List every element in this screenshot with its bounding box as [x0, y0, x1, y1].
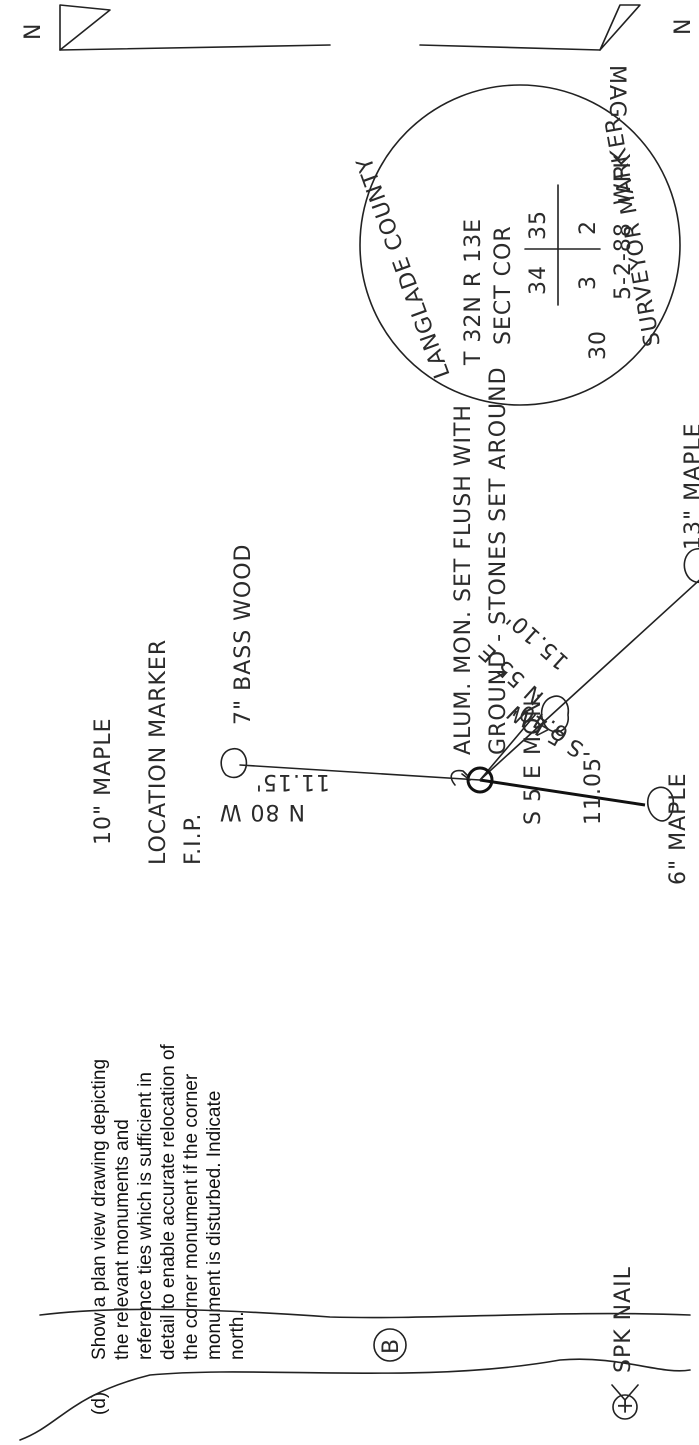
disc-initials: WFK	[611, 153, 636, 205]
disc-section: 34	[526, 265, 551, 295]
disc-prefix: 30	[586, 330, 611, 360]
spike-nail-label: SPK NAIL	[611, 1266, 636, 1373]
instruction-text: Show a plan view drawing depicting the r…	[89, 1043, 248, 1360]
instruction-line: north.	[227, 1311, 248, 1360]
mag-label: MAG	[604, 65, 629, 119]
tree-icon	[646, 786, 675, 822]
tree-label: 6" MAPLE	[666, 772, 691, 885]
disc-section: 35	[526, 210, 551, 240]
disc-section: 2	[576, 220, 601, 235]
monument-note-line: ALUM. MON. SET FLUSH WITH	[451, 404, 476, 755]
tie-line-s	[479, 778, 646, 807]
spike-nail-marker: +	[611, 1384, 639, 1420]
north-label: N	[21, 23, 46, 40]
tree-icon	[540, 695, 570, 733]
route-circle	[373, 1328, 407, 1362]
note-leader-arrow	[450, 769, 471, 786]
spike-plus: +	[613, 1396, 638, 1415]
arrow-icon	[611, 1384, 639, 1401]
disc-date: 5-2-88	[611, 222, 636, 300]
route-marker: B	[373, 1328, 407, 1362]
disc-township: T 32N R 13E	[461, 218, 486, 366]
tie-line-ne	[479, 574, 699, 781]
north-arrow-shaft	[59, 44, 331, 51]
location-marker-line: F.I.P.	[181, 813, 206, 865]
tie-distance: 11.05'	[581, 750, 606, 825]
tree-label: 13" MAPLE	[681, 422, 699, 550]
disc-section: 3	[576, 275, 601, 290]
second-north-label: N	[671, 18, 696, 35]
tie-lines	[239, 574, 699, 807]
tree-label: 10" MAPLE	[91, 717, 116, 845]
instruction-line: detail to enable accurate relocation of	[158, 1043, 179, 1360]
magnetic-north-arrow: MAG N	[419, 4, 696, 119]
disc-outline	[359, 84, 681, 406]
monument-disc: LANGLADE COUNTY T 32N R 13E SECT COR 34 …	[352, 84, 681, 406]
tree-icon	[220, 747, 248, 779]
mag-arrow-shaft	[419, 44, 601, 51]
tree-icon	[683, 547, 699, 584]
tie-line-ssw	[479, 714, 536, 781]
instruction-line: monument is disturbed. Indicate	[204, 1091, 225, 1360]
spike-circle	[612, 1394, 638, 1420]
corner-monument	[466, 766, 494, 794]
monument-note-line: MON.	[521, 691, 546, 755]
north-arrow-head	[59, 4, 111, 51]
location-marker-line: LOCATION MARKER	[146, 639, 171, 865]
road-edge-line	[19, 1358, 691, 1441]
route-label: B	[379, 1338, 404, 1354]
instruction-line: the corner monument if the corner	[181, 1073, 202, 1360]
instruction-line: the relevant monuments and	[112, 1119, 133, 1360]
north-arrow: N	[21, 4, 331, 51]
monument-note-line: GROUND - STONES SET AROUND	[486, 366, 511, 755]
instruction-letter: (d)	[89, 1392, 110, 1415]
tie-line-nw	[239, 764, 481, 781]
tree-label: 7" BASS WOOD	[231, 543, 256, 725]
instruction-line: reference ties which is sufficient in	[135, 1072, 156, 1360]
instruction-line: Show a plan view drawing depicting	[89, 1059, 110, 1360]
disc-type: SECT COR	[491, 225, 516, 345]
disc-county: LANGLADE COUNTY	[352, 153, 456, 382]
tie-bearing: N 80 W	[219, 799, 305, 824]
mag-arrow-head	[599, 4, 641, 51]
road-edge-line	[39, 1308, 691, 1319]
tie-distance: 11.15'	[255, 769, 330, 794]
tie-bearing: S 5 E	[521, 764, 546, 825]
